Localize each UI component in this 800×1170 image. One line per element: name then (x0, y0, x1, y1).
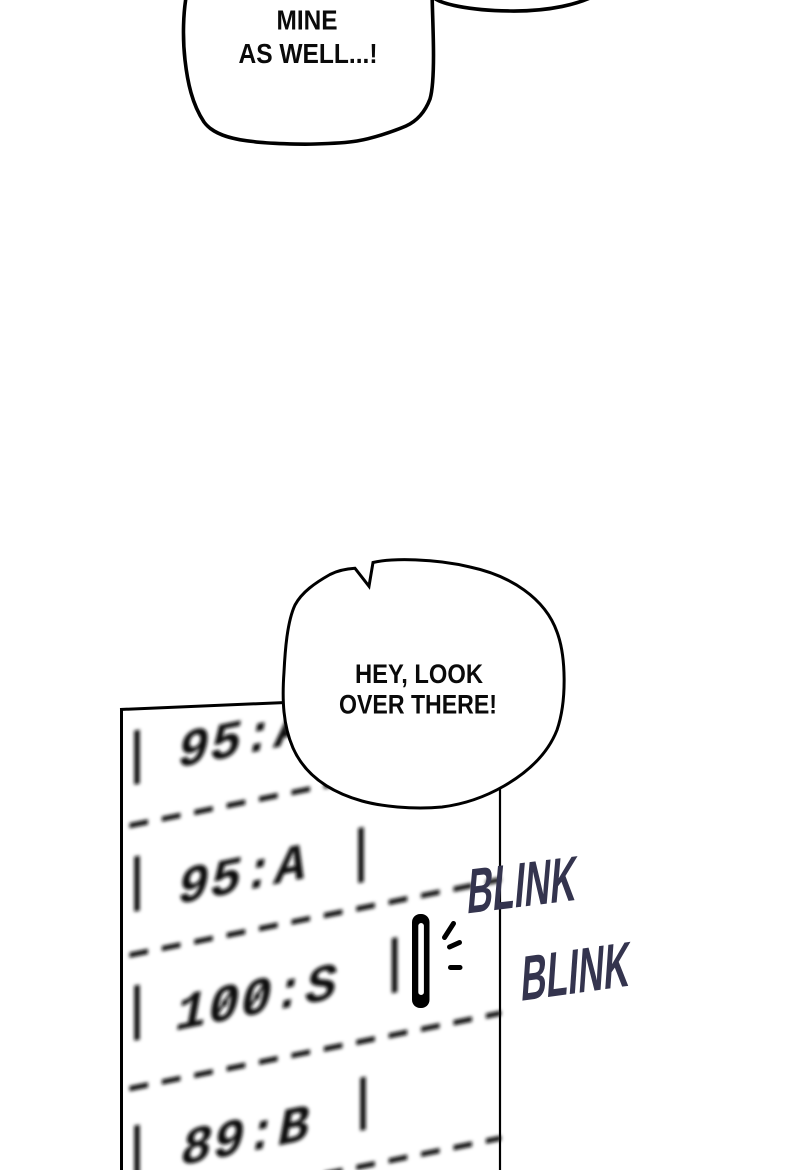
svg-text:MINE: MINE (277, 5, 338, 36)
svg-text:HEY, LOOK: HEY, LOOK (355, 659, 483, 689)
svg-text:OVER THERE!: OVER THERE! (339, 690, 497, 720)
svg-text:AS WELL...!: AS WELL...! (239, 38, 378, 69)
svg-text:BLINK: BLINK (465, 844, 580, 929)
svg-text:BLINK: BLINK (519, 929, 633, 1016)
